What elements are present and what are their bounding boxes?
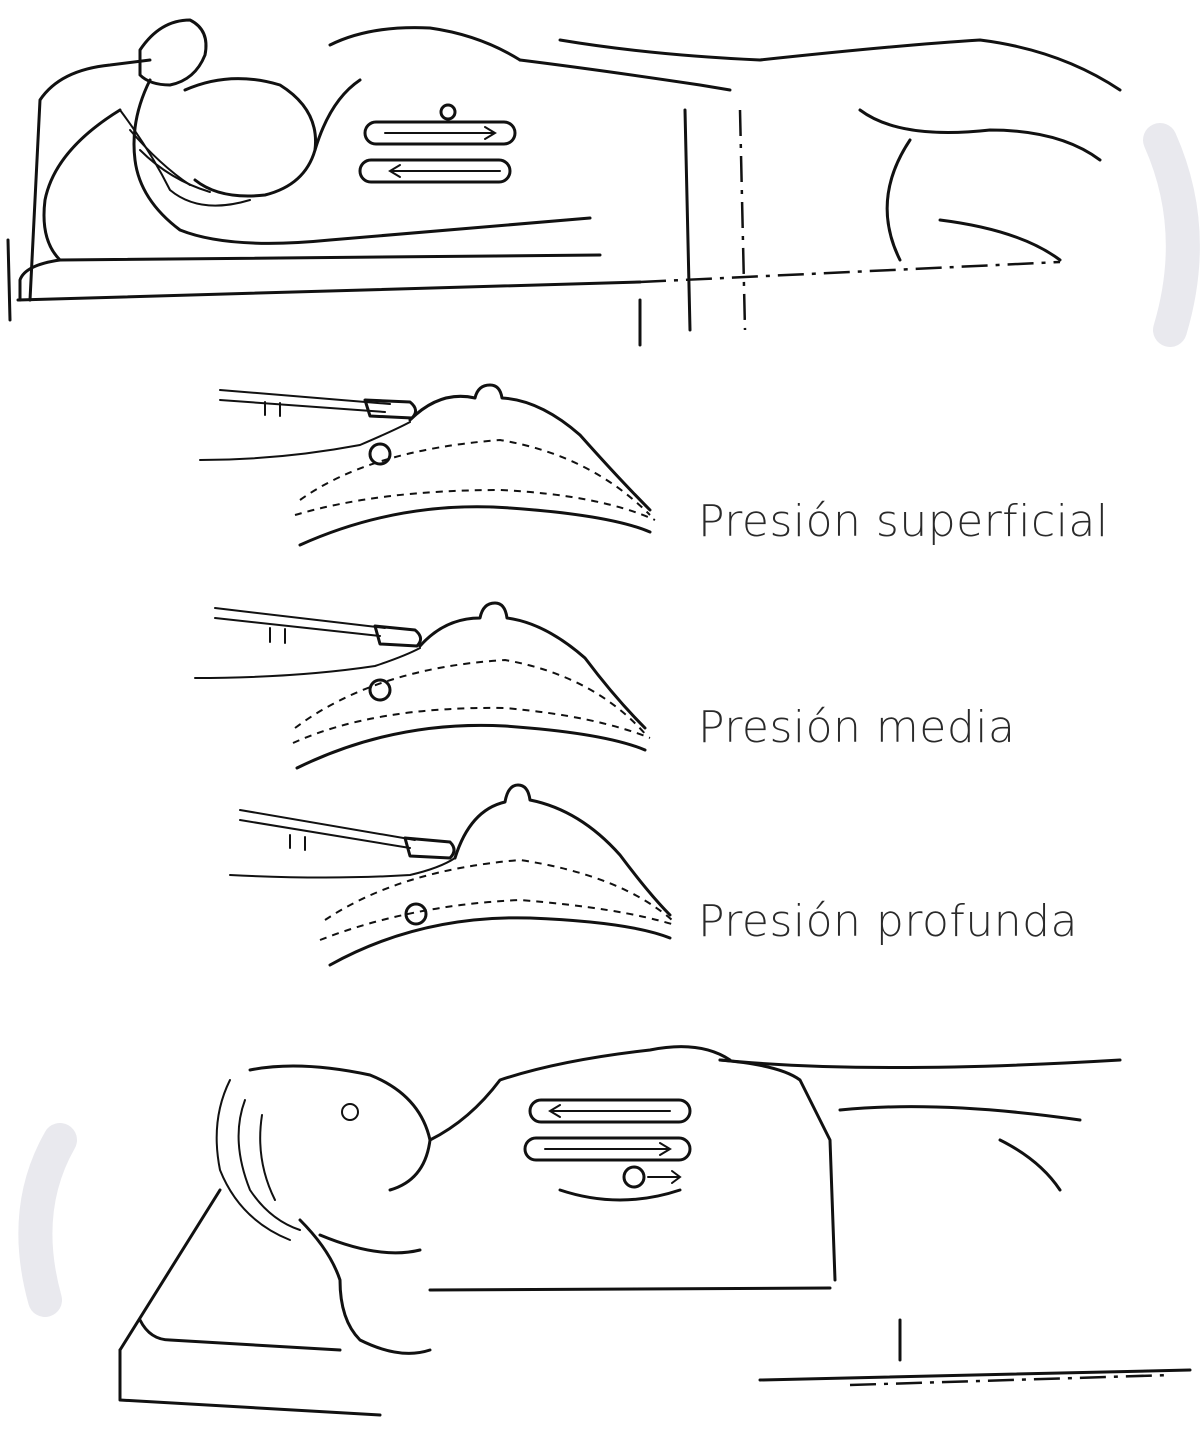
fingertips bbox=[375, 626, 421, 646]
fingertips bbox=[405, 838, 454, 858]
cross-section-superficial bbox=[200, 385, 655, 545]
legs-top-contour bbox=[720, 1060, 1120, 1068]
legs-mid-contour bbox=[840, 1107, 1080, 1120]
hand-under-head bbox=[320, 1235, 420, 1253]
hair-outline bbox=[217, 1080, 290, 1240]
finger-line-2 bbox=[215, 618, 380, 636]
tissue-layer-1 bbox=[300, 440, 650, 515]
hand-underside bbox=[200, 422, 410, 460]
side-lying-exam-drawing bbox=[0, 0, 1200, 360]
drape-line bbox=[685, 110, 690, 330]
nipple-mark bbox=[441, 105, 455, 119]
neck-line bbox=[315, 80, 360, 150]
table-top-edge bbox=[140, 1320, 340, 1350]
breast-underline bbox=[560, 1190, 680, 1200]
face-outline bbox=[250, 1066, 430, 1190]
cross-section-profunda bbox=[230, 785, 675, 965]
arrow-right-3 bbox=[648, 1171, 680, 1183]
finger-joints bbox=[270, 628, 285, 643]
pressure-cross-sections bbox=[180, 370, 700, 990]
tissue-layer-1 bbox=[325, 860, 672, 920]
hand-raised bbox=[140, 20, 206, 85]
hand-underside bbox=[195, 648, 420, 678]
drape-hidden-line bbox=[740, 110, 745, 330]
tissue-layer-2 bbox=[295, 490, 655, 520]
table-bottom-edge bbox=[18, 282, 640, 300]
chest-wall bbox=[300, 507, 650, 545]
knee-contour bbox=[1000, 1140, 1060, 1190]
table-front-left bbox=[120, 1350, 380, 1415]
watermark-arc bbox=[1160, 140, 1183, 330]
leg-contour-2 bbox=[940, 220, 1060, 260]
tissue-layer-2 bbox=[320, 900, 675, 940]
torso-top bbox=[520, 60, 730, 90]
chest-wall bbox=[297, 725, 645, 768]
watermark-arc bbox=[35, 1140, 60, 1300]
finger-joints bbox=[290, 835, 305, 850]
hair-lines bbox=[120, 110, 250, 206]
label-deep-pressure: Presión profunda bbox=[698, 896, 1078, 947]
table-back-edge bbox=[430, 1288, 830, 1290]
hip-contour bbox=[860, 110, 1100, 160]
breast-outline bbox=[330, 28, 520, 60]
body-top-contour bbox=[560, 40, 1120, 90]
hand-underside bbox=[230, 858, 455, 878]
table-front-right bbox=[760, 1370, 1190, 1380]
elbow-arm bbox=[300, 1220, 430, 1353]
face-outline bbox=[185, 79, 316, 196]
table-left-edge bbox=[120, 1190, 220, 1350]
supine-exam-drawing bbox=[0, 1020, 1200, 1449]
chest-wall bbox=[330, 918, 670, 965]
cross-section-media bbox=[195, 603, 650, 768]
side-lying-exam-illustration bbox=[0, 0, 1200, 360]
arm-outline bbox=[44, 110, 120, 260]
label-medium-pressure: Presión media bbox=[698, 702, 1015, 753]
finger-line-1 bbox=[215, 608, 385, 628]
table-left-edge bbox=[30, 60, 150, 300]
table-hidden-edge bbox=[640, 262, 1060, 282]
nipple-mark bbox=[624, 1167, 644, 1187]
pressure-cross-sections-drawing bbox=[180, 370, 700, 990]
lump bbox=[370, 444, 390, 464]
chest-contour bbox=[430, 1047, 730, 1140]
side-contour bbox=[720, 1060, 835, 1280]
hair-lines bbox=[239, 1100, 300, 1230]
table-front-edge bbox=[20, 255, 600, 300]
arm-under-head bbox=[134, 80, 590, 243]
label-superficial-pressure: Presión superficial bbox=[698, 496, 1109, 547]
supine-exam-illustration bbox=[0, 1020, 1200, 1449]
hair-lines-2 bbox=[260, 1115, 275, 1200]
leg-contour bbox=[887, 140, 910, 260]
table-leg-left bbox=[8, 240, 10, 320]
eye bbox=[342, 1104, 358, 1120]
